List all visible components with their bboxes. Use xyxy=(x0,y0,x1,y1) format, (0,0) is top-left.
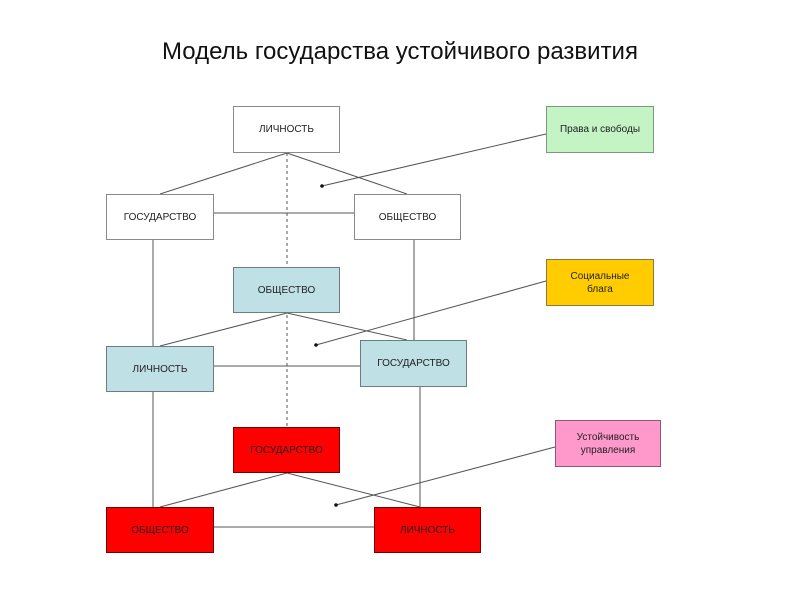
page-title: Модель государства устойчивого развития xyxy=(162,38,638,65)
l3-box-lichnost: ЛИЧНОСТЬ xyxy=(374,507,481,553)
governance-pointer-dot xyxy=(334,503,338,507)
label-rights: Права и свободы xyxy=(546,106,654,153)
governance-pointer xyxy=(335,446,556,506)
l1-box-lichnost: ЛИЧНОСТЬ xyxy=(233,106,340,153)
l2-top-to-right xyxy=(286,312,408,341)
rights-pointer-dot xyxy=(320,184,324,188)
l2-box-lichnost: ЛИЧНОСТЬ xyxy=(106,346,214,392)
l3-top-to-left xyxy=(159,472,288,508)
l1-top-to-right xyxy=(286,152,408,195)
label-social: Социальные блага xyxy=(546,259,654,306)
l1-box-gosudarstvo: ГОСУДАРСТВО xyxy=(106,194,214,240)
l3-box-gosudarstvo: ГОСУДАРСТВО xyxy=(233,427,340,473)
l2-box-obshchestvo: ОБЩЕСТВО xyxy=(233,267,340,313)
l2-top-to-left xyxy=(159,312,288,347)
l2-box-gosudarstvo: ГОСУДАРСТВО xyxy=(360,340,467,387)
l1-top-to-left xyxy=(159,152,288,195)
social-pointer xyxy=(315,280,547,346)
label-governance: Устойчивость управления xyxy=(555,420,661,467)
rights-pointer xyxy=(321,133,547,187)
social-pointer-dot xyxy=(314,343,318,347)
l1-box-obshchestvo: ОБЩЕСТВО xyxy=(354,194,461,240)
l3-box-obshchestvo: ОБЩЕСТВО xyxy=(106,507,214,553)
l3-top-to-right xyxy=(286,472,421,508)
